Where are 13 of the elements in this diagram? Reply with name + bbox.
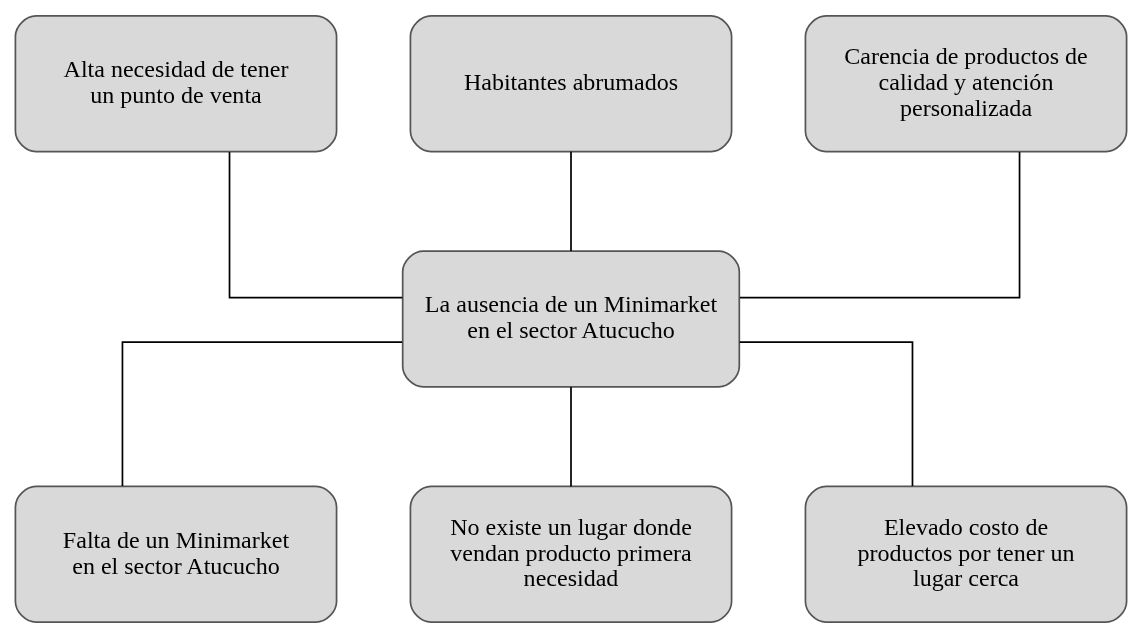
- node-box: La ausencia de un Minimarket en el sector Atucucho: [401, 249, 741, 388]
- connector: [228, 150, 404, 298]
- connector: [570, 150, 572, 252]
- connector: [738, 340, 914, 487]
- connector: [570, 385, 572, 487]
- node-box: Elevado costo de productos por tener un lugar cerca: [804, 485, 1128, 623]
- node-box: Carencia de productos de calidad y atención personalizada: [804, 14, 1128, 152]
- node-box: Habitantes abrumados: [409, 14, 733, 152]
- node-box: Alta necesidad de tener un punto de venta: [14, 14, 338, 152]
- node-box: Falta de un Minimarket en el sector Atucucho: [14, 485, 338, 623]
- node-box: No existe un lugar donde vendan producto primera necesidad: [409, 485, 733, 623]
- connector: [121, 340, 403, 487]
- connector: [739, 150, 1021, 298]
